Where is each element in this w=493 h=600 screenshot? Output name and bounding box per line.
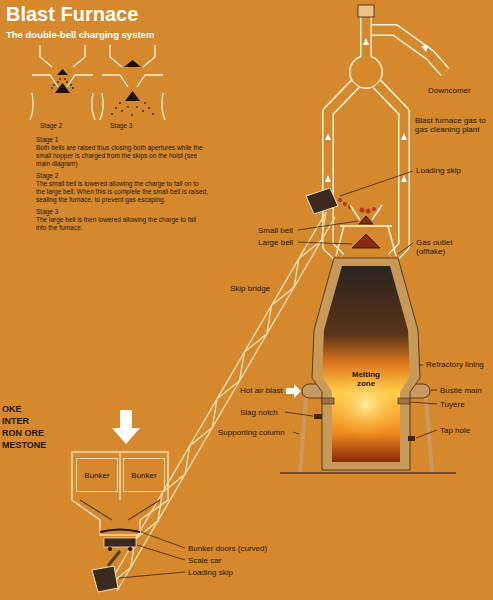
refractory-lining	[312, 258, 420, 470]
leader-lines	[119, 171, 437, 578]
bunker-label: Bunker	[84, 471, 109, 480]
part-label: Refractory lining	[426, 360, 484, 369]
gas-pipes	[328, 12, 445, 258]
small-bell	[359, 216, 373, 224]
skip-chute	[108, 551, 120, 566]
ground-line	[280, 472, 456, 474]
wheel	[108, 547, 112, 551]
small-bell	[57, 69, 68, 75]
stage-notes: Stage 1Both bells are raised thus closin…	[36, 132, 208, 232]
leader	[411, 402, 437, 404]
part-label: Stage 3	[110, 122, 132, 130]
truss-chord	[108, 212, 335, 591]
furnace-interior	[322, 266, 410, 462]
loading-skip	[306, 188, 338, 214]
part-label: Bunker doors (curved)	[188, 544, 267, 553]
part-label: The double-bell charging system	[6, 30, 154, 39]
tuyere	[322, 398, 334, 404]
bunker-label: Bunker	[131, 471, 156, 480]
leader	[119, 572, 185, 578]
title: Blast Furnace	[6, 3, 138, 25]
part-label: Skip bridge	[230, 284, 270, 293]
stage-3-sketch	[100, 45, 165, 120]
part-label: Tap hole	[440, 426, 470, 435]
part-label: Bustle main	[440, 386, 482, 395]
leader	[419, 365, 423, 366]
stage-description: Both bells are raised thus closing both …	[36, 144, 208, 168]
charge	[338, 198, 376, 214]
part-label: Small bell	[258, 226, 293, 235]
pipe-outline	[328, 12, 445, 258]
furnace-top-casing	[336, 205, 396, 256]
tap-hole	[408, 436, 415, 441]
part-label: INTER	[2, 416, 29, 426]
part-label: Melting zone	[344, 370, 388, 388]
part-label: Downcomer	[428, 86, 471, 95]
part-label: Stage 2	[40, 122, 62, 130]
leader	[137, 545, 185, 560]
part-label: Gas outlet (offtake)	[416, 238, 476, 256]
small-bell	[124, 60, 141, 67]
part-label: Loading skip	[188, 568, 233, 577]
hopper-wall	[40, 45, 85, 67]
hopper-wall	[110, 45, 155, 67]
hot-air-arrow	[286, 384, 301, 398]
part-label: RON ORE	[2, 428, 44, 438]
slag-notch	[314, 414, 322, 419]
stage-heading: Stage 1	[36, 136, 208, 144]
large-bell	[55, 83, 70, 93]
leader	[285, 412, 313, 416]
part-label: Loading skip	[416, 166, 461, 175]
bunker-box: Bunker	[76, 458, 118, 492]
stage-description: The small bell is lowered allowing the c…	[36, 180, 208, 204]
wheel	[128, 547, 132, 551]
bunker-doors	[100, 530, 140, 533]
hopper-wall	[102, 75, 163, 87]
part-label: Slag notch	[240, 408, 278, 417]
part-label: Supporting column	[218, 428, 285, 437]
part-label: MESTONE	[2, 440, 46, 450]
furnace-wall	[30, 93, 95, 120]
tuyere	[398, 398, 410, 404]
skip-bridge-truss	[108, 212, 335, 591]
leader	[340, 171, 413, 196]
part-label: OKE	[2, 404, 22, 414]
stage-description: The large bell is then lowered allowing …	[36, 216, 208, 232]
leader	[293, 432, 299, 434]
charge-stipple	[51, 78, 74, 89]
part-label: Large bell	[258, 238, 293, 247]
stage-2-sketch	[30, 45, 95, 120]
leader	[431, 390, 437, 391]
gas-dome-inside	[351, 57, 382, 88]
leader	[298, 221, 358, 230]
loading-skip	[92, 566, 118, 592]
leader	[141, 532, 185, 548]
part-label: Hot air blast	[240, 386, 283, 395]
leader	[398, 243, 413, 254]
bunker-box: Bunker	[123, 458, 165, 492]
large-bell	[352, 234, 380, 248]
leader	[416, 430, 437, 438]
valve	[358, 5, 374, 17]
leader	[298, 242, 352, 244]
bunker-frame	[72, 452, 168, 535]
part-label: Scale car	[188, 556, 221, 565]
large-bell	[125, 91, 140, 101]
melting-glow	[330, 371, 402, 439]
charge-stipple	[111, 102, 154, 116]
pipe-inside	[328, 12, 445, 258]
material-arrow	[112, 410, 140, 444]
scale-car	[104, 538, 136, 547]
bunker-chute	[80, 500, 160, 520]
stage-heading: Stage 3	[36, 208, 208, 216]
gas-arrows	[325, 38, 428, 182]
part-label: Blast furnace gas to gas cleaning plant	[415, 116, 489, 134]
part-label: Tuyère	[440, 400, 465, 409]
stage-heading: Stage 2	[36, 172, 208, 180]
